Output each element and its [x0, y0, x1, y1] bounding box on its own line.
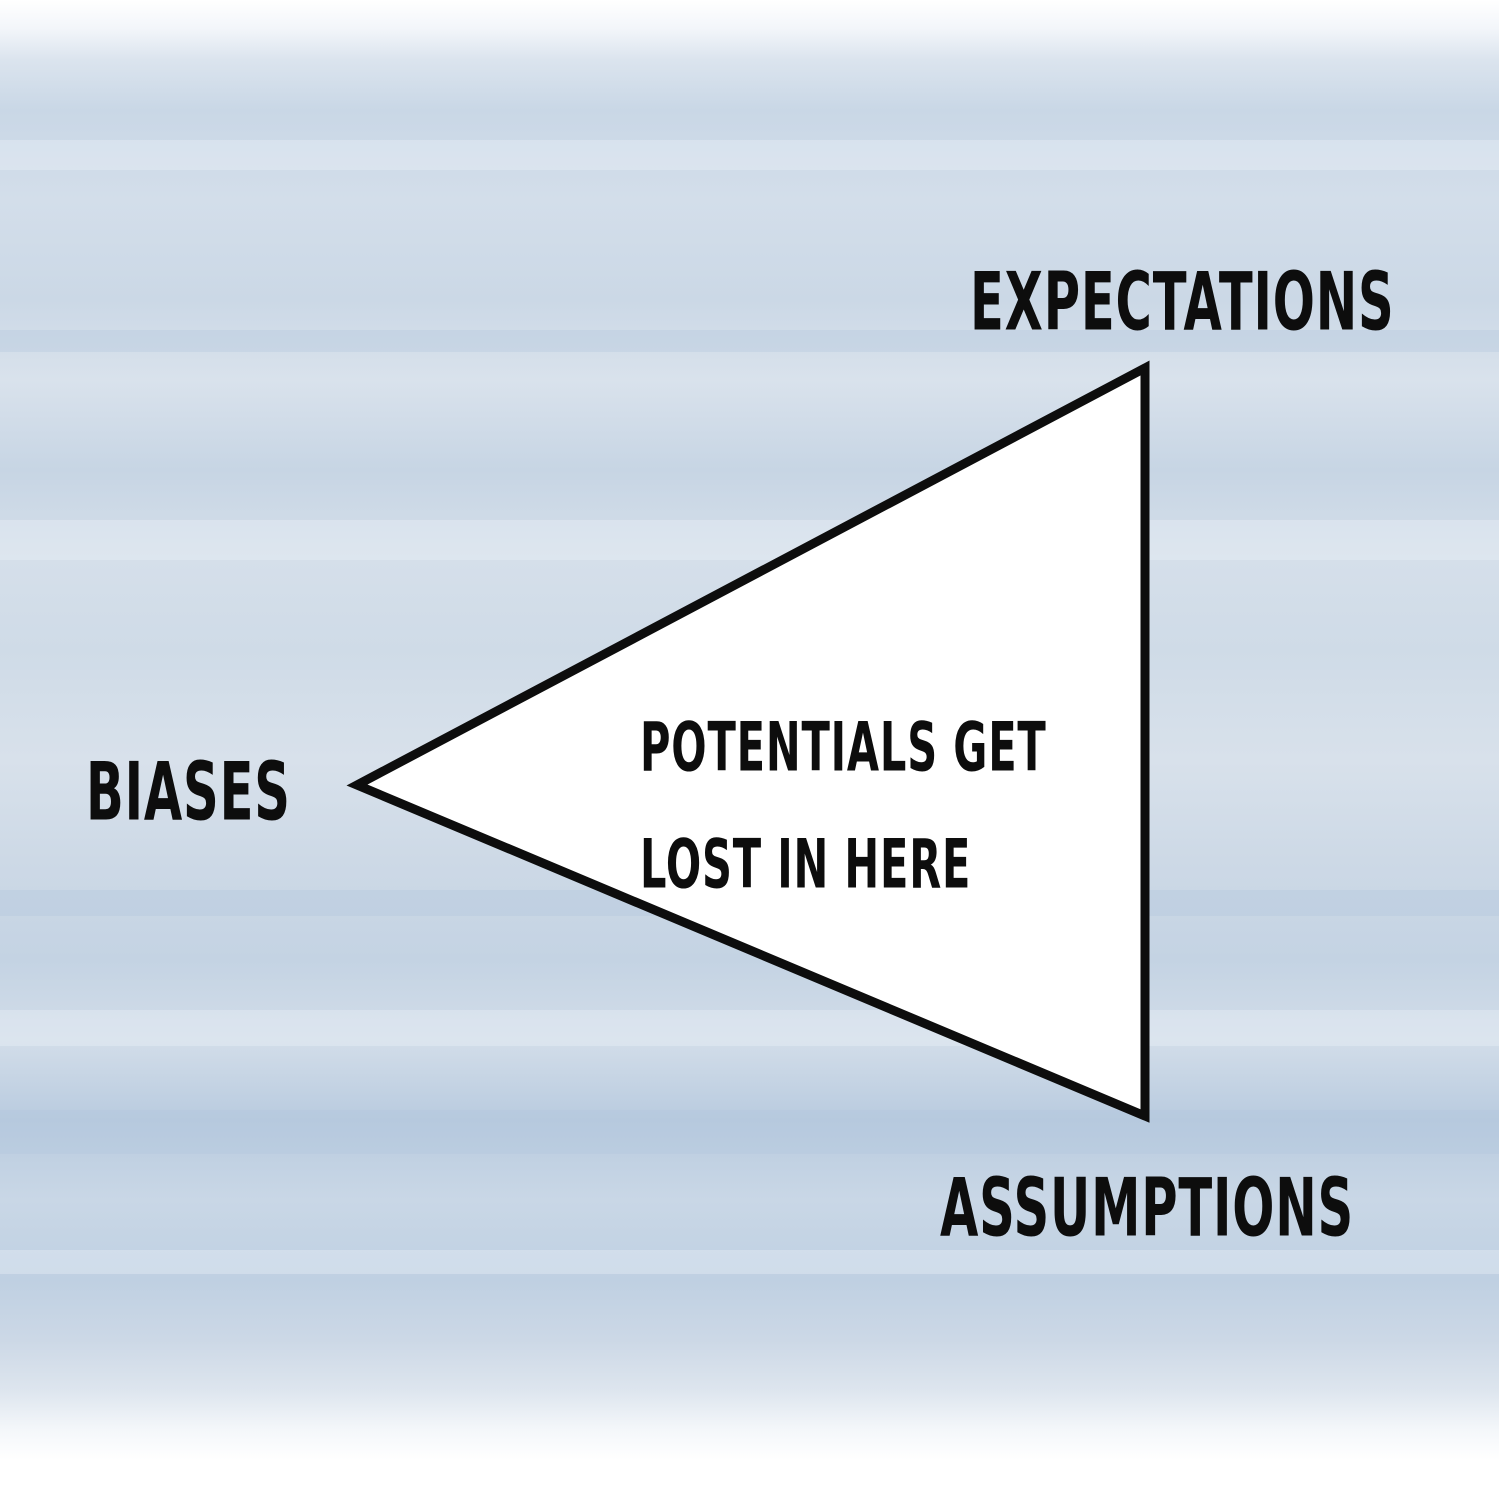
- brush-streak: [0, 330, 1499, 352]
- center-text-line-2: LOST IN HERE: [640, 826, 972, 905]
- brush-streak: [0, 1250, 1499, 1274]
- brush-streak: [0, 140, 1499, 170]
- center-text: POTENTIALS GET LOST IN HERE: [640, 690, 1056, 924]
- brush-streak: [0, 1010, 1499, 1046]
- brush-streak: [0, 1110, 1499, 1154]
- brush-streak: [0, 520, 1499, 560]
- assumptions-label: ASSUMPTIONS: [940, 1160, 1355, 1255]
- triangle-shape: [346, 360, 1150, 1123]
- center-text-line-1: POTENTIALS GET: [640, 709, 1047, 788]
- biases-label: BIASES: [86, 744, 291, 839]
- expectations-label: EXPECTATIONS: [970, 254, 1395, 349]
